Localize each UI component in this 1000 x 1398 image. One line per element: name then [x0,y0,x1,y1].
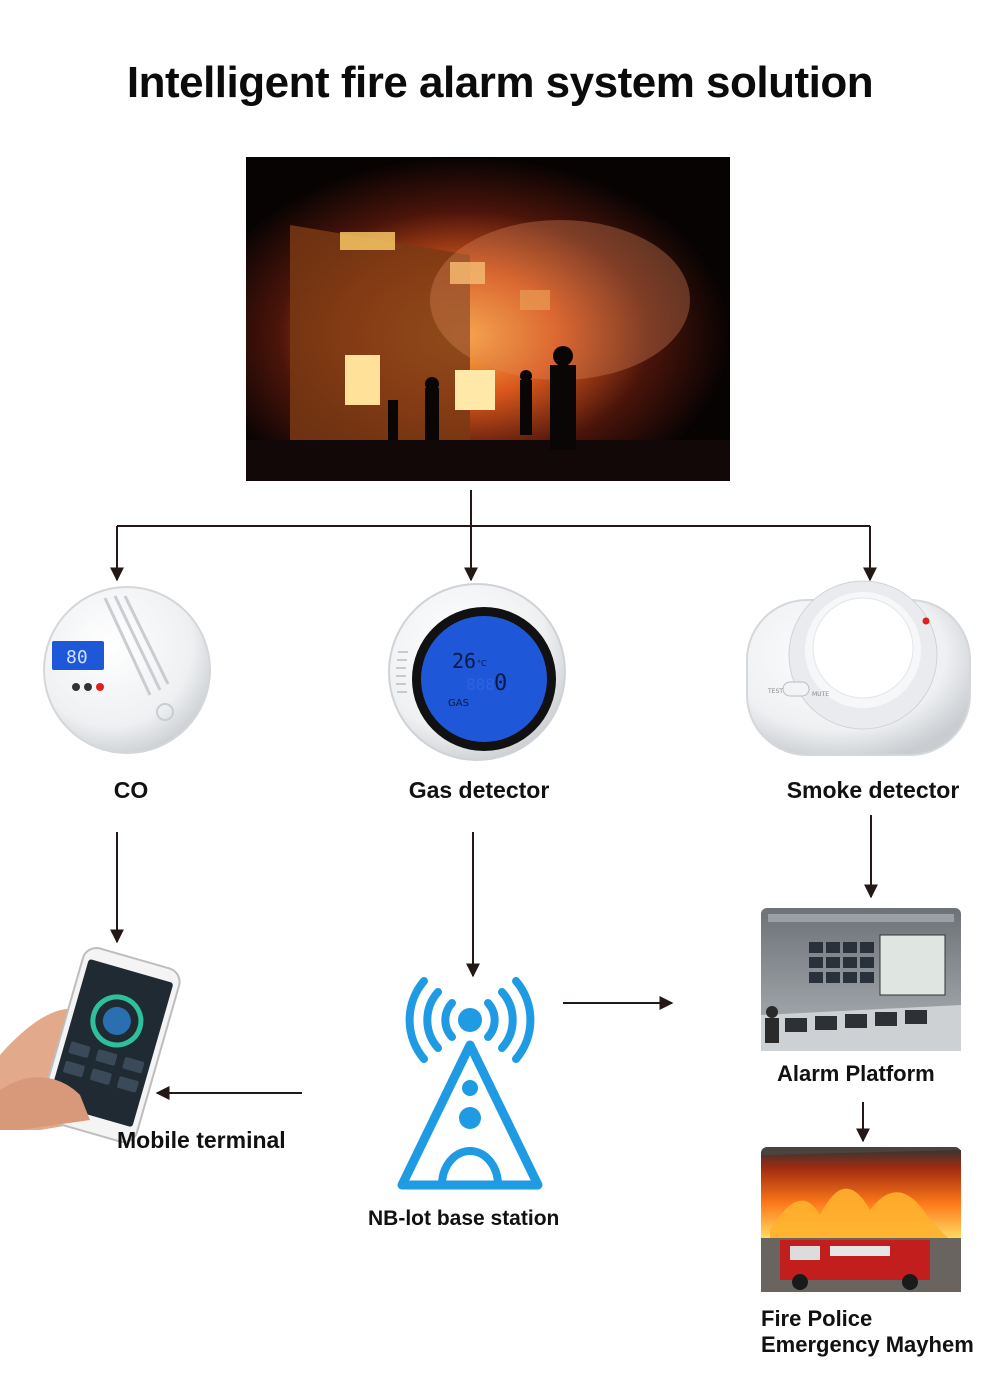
alarm-platform-photo [761,908,961,1051]
gas-value: 0 [494,671,507,696]
fire-emergency-photo [761,1147,961,1292]
gas-temp-unit: °C [477,659,487,668]
smoke-detector-label: Smoke detector [786,777,960,803]
page-title: Intelligent fire alarm system solution [126,58,874,107]
smoke-test-label: TEST [767,688,783,695]
smoke-mute-label: MUTE [812,691,829,698]
mobile-phone-image [0,947,181,1143]
hero-connectors [110,490,877,582]
fire-police-line1: Fire Police [761,1306,873,1331]
co-detector-image: 80 [43,586,211,754]
fire-police-line2: Emergency Mayhem [761,1332,974,1357]
fire-police-label: Fire Police Emergency Mayhem [761,1306,974,1358]
gas-small-digits: 888 [466,675,495,694]
mobile-terminal-label: Mobile terminal [117,1127,286,1153]
base-station-label: NB-lot base station [368,1207,560,1230]
tower-icon [397,977,543,1190]
smoke-detector-image: TEST MUTE [746,580,971,756]
co-lcd-value: 80 [66,647,88,668]
co-label: CO [113,777,149,803]
gas-detector-image: 26 °C 888 0 GAS [388,583,566,761]
co-lcd-screen [52,641,104,670]
gas-detector-label: Gas detector [408,777,550,803]
gas-label: GAS [448,698,469,709]
hero-fire-photo [246,157,730,481]
flow-arrows [110,815,878,1143]
alarm-platform-label: Alarm Platform [777,1061,935,1086]
gas-temp: 26 [452,649,476,673]
